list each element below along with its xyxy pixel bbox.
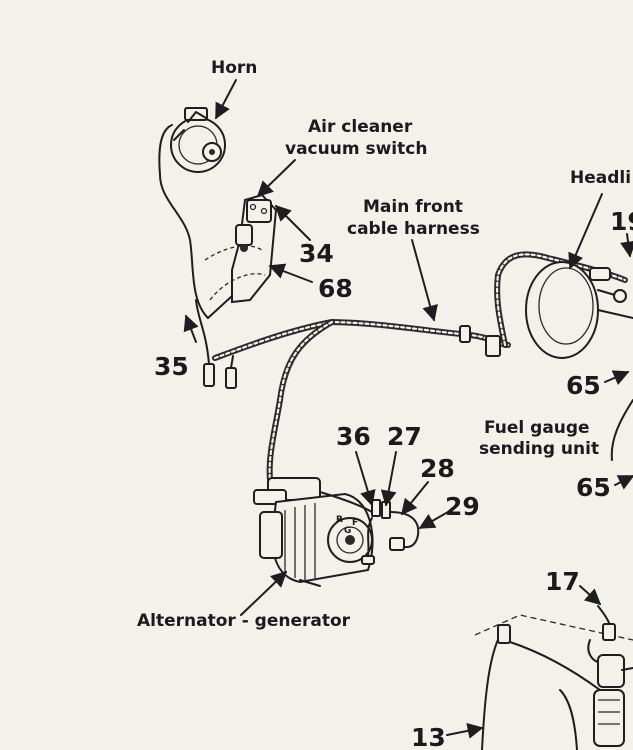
label-headlight: Headli <box>570 168 631 188</box>
svg-text:F: F <box>352 518 358 528</box>
callout-36: 36 <box>336 422 371 451</box>
horn-wire <box>158 124 209 319</box>
callout-35: 35 <box>154 352 189 381</box>
callout-65-upper: 65 <box>566 371 601 400</box>
vacuum-switch-part <box>204 193 278 304</box>
label-vacuum-switch: vacuum switch <box>285 139 427 159</box>
label-alternator: Alternator - generator <box>137 611 351 631</box>
label-main-front: Main front <box>363 197 463 217</box>
label-horn: Horn <box>211 58 257 78</box>
terminal-35 <box>195 299 237 389</box>
alternator-part: R F G <box>253 477 374 587</box>
callout-34: 34 <box>299 239 334 268</box>
label-sending-unit: sending unit <box>479 439 599 459</box>
horn-part <box>170 107 226 173</box>
callout-19: 19 <box>610 207 633 236</box>
svg-text:G: G <box>344 526 351 536</box>
callout-29: 29 <box>445 492 480 521</box>
callout-13: 13 <box>411 723 446 750</box>
label-fuel-gauge: Fuel gauge <box>484 418 590 438</box>
fuel-gauge-wire <box>610 399 633 461</box>
callout-27: 27 <box>387 422 422 451</box>
callout-65-lower: 65 <box>576 473 611 502</box>
lower-assembly <box>474 605 633 750</box>
svg-text:R: R <box>336 515 343 525</box>
callout-17: 17 <box>545 567 580 596</box>
callout-28: 28 <box>420 454 455 483</box>
headlight-part <box>525 261 633 359</box>
callout-68: 68 <box>318 274 353 303</box>
leader-lines <box>183 79 633 739</box>
ground-wire <box>207 295 233 319</box>
label-cable-harness: cable harness <box>347 219 480 239</box>
label-air-cleaner: Air cleaner <box>308 117 413 137</box>
